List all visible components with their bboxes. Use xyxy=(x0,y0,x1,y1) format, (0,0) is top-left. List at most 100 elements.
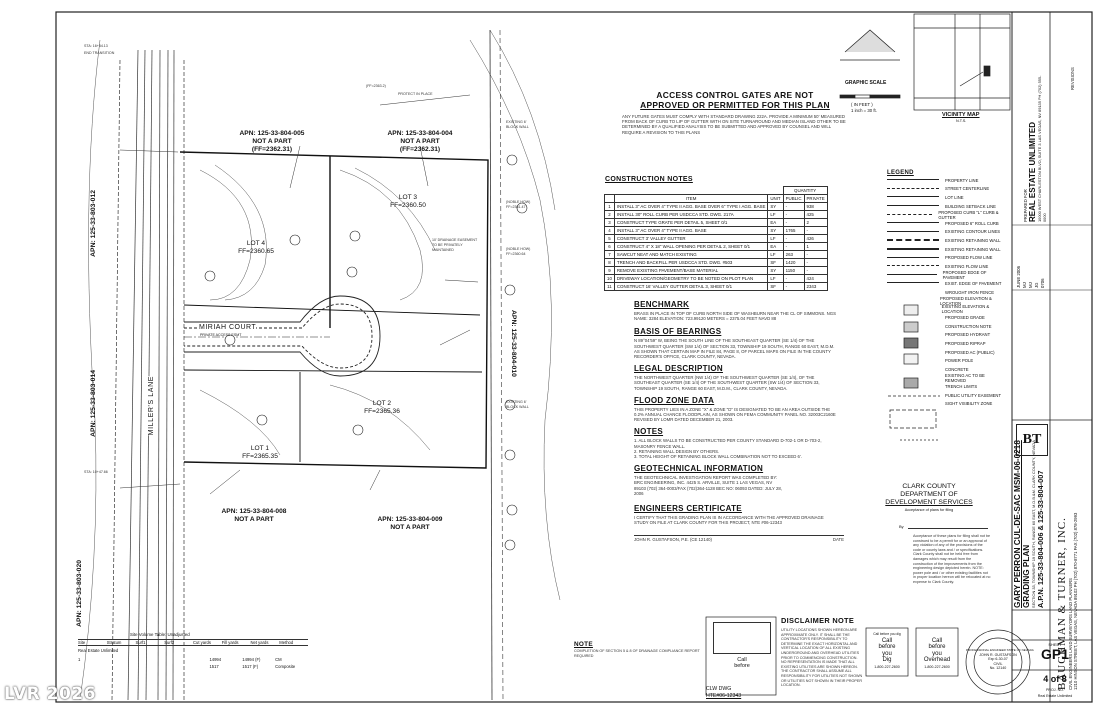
notes-title: NOTES xyxy=(634,427,664,437)
scale-units: ( IN FEET ) xyxy=(851,102,873,107)
legend-symbol xyxy=(887,222,939,224)
legend-label: WROUGHT IRON FENCE xyxy=(945,289,995,295)
legend-label: EXISTING FLOW LINE xyxy=(945,263,989,269)
construction-note-cell: - xyxy=(782,242,805,251)
legend-symbol xyxy=(887,360,939,361)
legend-label: SIGHT VISIBILITY ZONE xyxy=(945,401,993,407)
engineer-signature: JOHN R. GUSTAFSON, P.E. (CE 12140) xyxy=(634,537,712,543)
legend-item: CONSTRUCTION NOTE xyxy=(887,322,1007,331)
soils-cell xyxy=(144,657,177,662)
construction-note-cell: INSTALL 3" AC OVER 4" TYPE II AGG. BASE xyxy=(613,226,769,235)
construction-note-cell: 1150 xyxy=(782,266,805,275)
soils-cell xyxy=(111,657,144,662)
legend-item: PROPOSED RIPRAP xyxy=(887,339,1007,348)
construction-note-cell: 1765 xyxy=(782,226,805,235)
construction-note-cell: 4 xyxy=(604,226,615,235)
apn-vertical-020: APN: 125-33-803-020 xyxy=(76,560,83,627)
call-before-dig-top: Call before you dig xyxy=(873,632,901,636)
construction-note-cell: 938 xyxy=(803,202,828,211)
soils-cell: CM xyxy=(275,657,282,662)
legend-label: PROPOSED FLOW LINE xyxy=(945,255,993,261)
construction-note-cell: - xyxy=(782,210,805,219)
callout-block-wall-top: EXISTING 6' BLOCK WALL xyxy=(506,120,529,130)
county-acceptance-text: Acceptance of these plans for filing sha… xyxy=(913,534,991,584)
construction-note-cell: EA xyxy=(767,218,784,227)
construction-note-cell: SAWCUT NEAT AND MATCH EXISTING xyxy=(613,250,769,259)
file-number: 0706 xyxy=(1040,278,1045,288)
legend-label: EXISTING CONTOUR LINES xyxy=(945,229,1001,235)
geotech-title: GEOTECHNICAL INFORMATION xyxy=(634,464,764,474)
legend-item: EXISTING ELEVATION & LOCATION xyxy=(887,304,1007,314)
notes-column: BENCHMARK BRASS IN PLACE IN TOP OF CURB … xyxy=(634,300,844,543)
apn-vertical-012: APN: 125-33-803-012 xyxy=(90,190,97,257)
legend-symbol xyxy=(887,300,934,301)
scale-ratio: 1 inch = 30 ft. xyxy=(851,108,877,113)
construction-notes-title: CONSTRUCTION NOTES xyxy=(605,176,693,183)
legend-item: PROPERTY LINE xyxy=(887,176,1007,185)
call-before-overhead-box: Call before you Overhead 1-800-227-2600 xyxy=(918,631,956,671)
soils-cell: 14994 xyxy=(209,657,222,662)
legend-item: PROPOSED AC (PUBLIC) xyxy=(887,348,1007,357)
legend-symbol xyxy=(887,343,939,344)
legend-swatches xyxy=(888,304,940,441)
legend-symbol xyxy=(887,377,939,378)
legend-item: PROPOSED EDGE OF PAVEMENT xyxy=(887,270,1007,280)
construction-note-cell: 7 xyxy=(604,250,615,259)
construction-note-callouts xyxy=(204,154,528,551)
legend-label: LOT LINE xyxy=(945,194,964,200)
construction-note-cell: EA xyxy=(767,242,784,251)
client-name: REAL ESTATE UNLIMITED xyxy=(1028,122,1037,222)
construction-note-cell: 426 xyxy=(803,234,828,243)
construction-note-cell: 2 xyxy=(803,218,828,227)
firm-address: 1210 HINSON STREET, LAS VEGAS, NEVADA 89… xyxy=(1073,512,1078,690)
construction-note-cell: 425 xyxy=(803,210,828,219)
call-before-dig-box: Call before you dig Call before you Dig … xyxy=(868,631,906,671)
legend-symbol xyxy=(887,282,939,284)
revisions-label: REVISIONS xyxy=(1070,67,1075,90)
construction-note-cell: - xyxy=(782,282,805,291)
county-subtitle: Acceptance of plans for filing xyxy=(904,508,954,512)
seal-ring-text: PROFESSIONAL ENGINEER STATE OF NEVADA xyxy=(966,648,1034,652)
callout-ff-2363: (FF=2363.2) xyxy=(366,84,386,88)
legend-label: PROPOSED AC (PUBLIC) xyxy=(945,349,995,355)
call1-word-1: Call xyxy=(881,637,893,644)
access-control-heading: ACCESS CONTROL GATES ARE NOT APPROVED OR… xyxy=(640,90,830,110)
legend-label: POWER POLE xyxy=(945,358,974,364)
call2-word-4: Overhead xyxy=(923,657,951,664)
legend-item: EXISTING RETAINING WALL xyxy=(887,245,1007,254)
vicinity-map xyxy=(913,13,1011,111)
geotech-text: THE GEOTECHNICAL INVESTIGATION REPORT WA… xyxy=(634,475,783,496)
legend-item: WROUGHT IRON FENCE xyxy=(887,288,1007,297)
soils-cell xyxy=(78,664,111,669)
sheet-number: GP1 xyxy=(1040,646,1069,662)
legend-item: LOT LINE xyxy=(887,193,1007,202)
vicinity-map-scale: N.T.S. xyxy=(956,119,967,123)
legend-item: PROPOSED FLOW LINE xyxy=(887,253,1007,262)
soils-cell: Fill yards xyxy=(221,640,239,645)
legend-item: TRENCH LIMITS xyxy=(887,382,1007,391)
legend-label: EXISTING AC TO BE REMOVED xyxy=(944,372,985,383)
construction-note-cell: SY xyxy=(767,226,784,235)
engineer-seal: PROFESSIONAL ENGINEER STATE OF NEVADA JO… xyxy=(966,648,1034,671)
county-title-3: DEVELOPMENT SERVICES xyxy=(885,499,973,506)
callout-station-bottom: STA: 10+47.66 xyxy=(84,470,108,474)
construction-note-cell: 8 xyxy=(604,258,615,267)
bearings-title: BASIS OF BEARINGS xyxy=(634,327,722,337)
legend-item: STREET CENTERLINE xyxy=(887,185,1007,194)
title-block-client: PREPARED FOR REAL ESTATE UNLIMITED 10000… xyxy=(1023,22,1047,222)
construction-note-cell: 263 xyxy=(782,250,805,259)
vicinity-map-title: VICINITY MAP xyxy=(942,112,980,118)
construction-note-cell: SY xyxy=(767,266,784,275)
legend-label: EXISTING RETAINING WALL xyxy=(945,246,1001,252)
construction-note-cell: CONSTRUCT TYPE GRATE PER DETAIL 5, SHEET… xyxy=(613,218,769,227)
legend-title: LEGEND xyxy=(887,170,914,176)
construction-note-cell: SF xyxy=(767,258,784,267)
construction-note-cell: - xyxy=(782,234,805,243)
hte-number: HTE#06-12343 xyxy=(706,693,742,699)
